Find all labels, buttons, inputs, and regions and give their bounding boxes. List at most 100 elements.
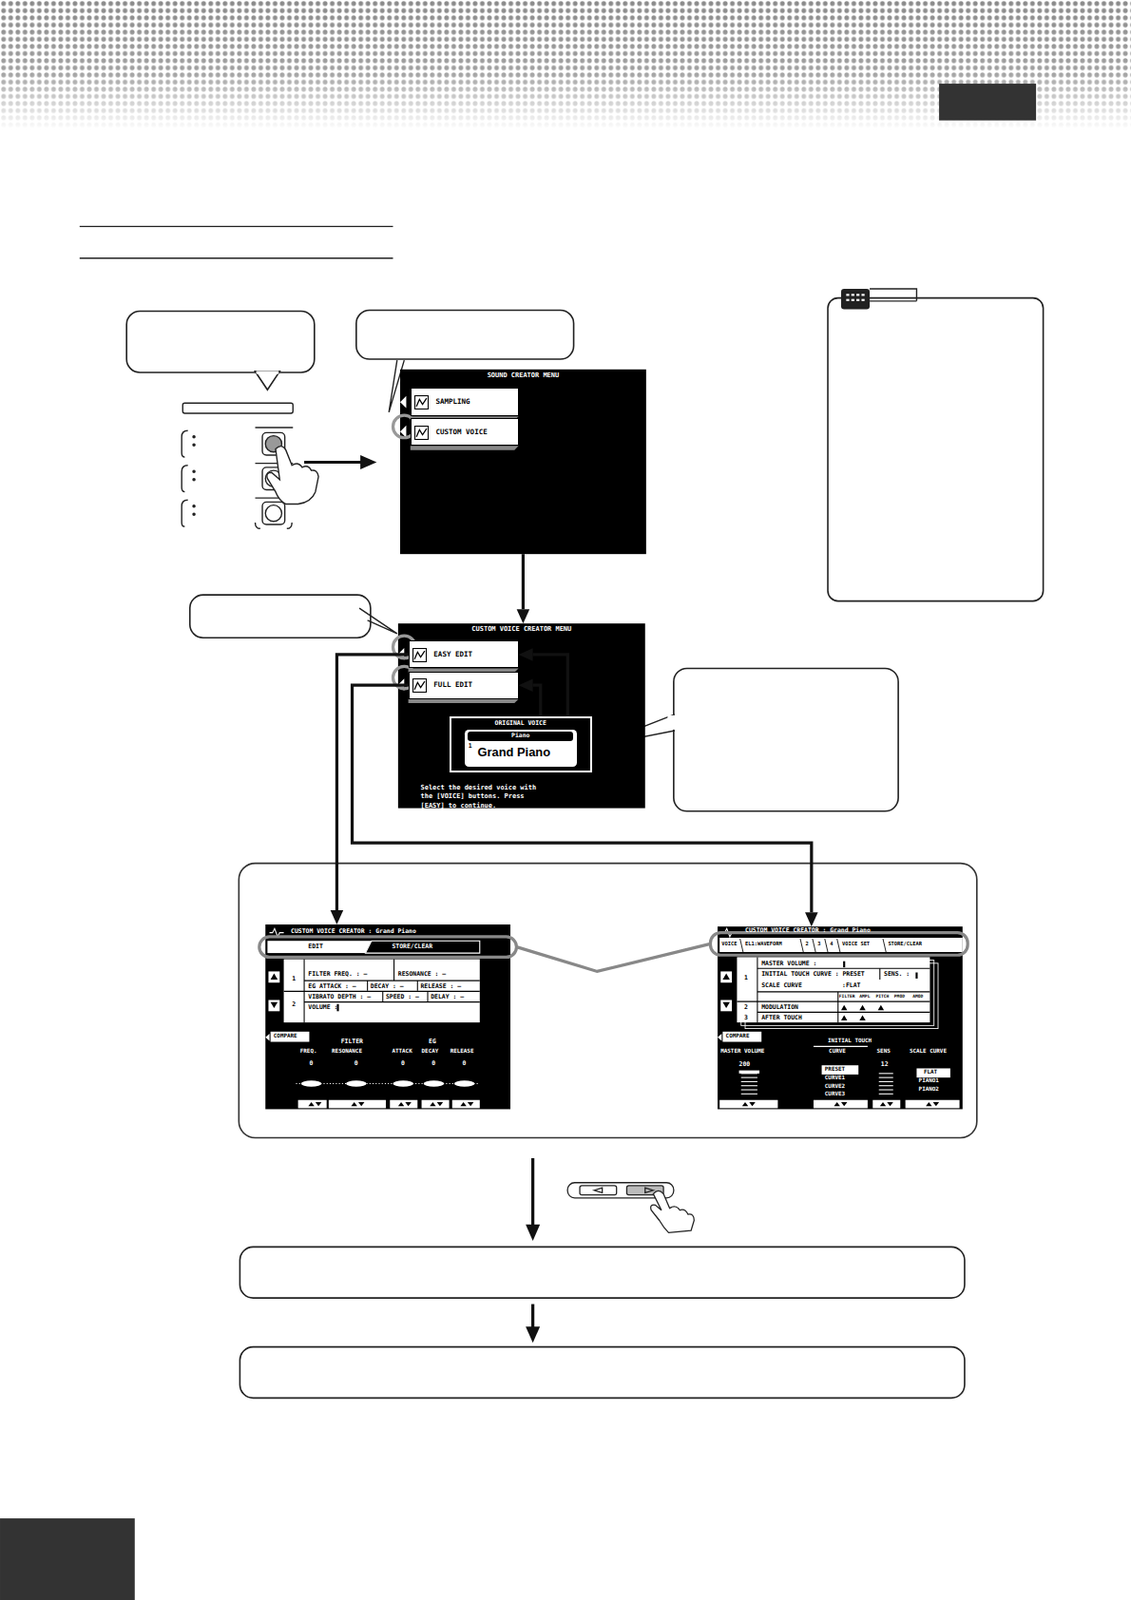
node-title: FULL EDIT <box>433 681 473 690</box>
screen-text: 4 <box>829 941 833 947</box>
screen-text: 3 <box>817 941 821 947</box>
screen-text: STORE/CLEAR <box>887 941 922 947</box>
screen-text: DELAY : — <box>430 994 464 1000</box>
menu-button: FULL EDIT <box>408 671 519 700</box>
screen-text: ATTACK <box>391 1049 412 1055</box>
screen-text: EG <box>428 1038 437 1045</box>
screen-text: VIBRATO DEPTH : — <box>307 994 371 1000</box>
screen-text: MODULATION <box>761 1004 799 1011</box>
node-title: CUSTOM VOICE <box>436 428 488 437</box>
screen-text: 0 <box>401 1060 405 1067</box>
node-title: EASY EDIT <box>433 651 473 659</box>
screen-text: VOLUME : <box>307 1004 338 1011</box>
lcd-screen <box>392 623 645 808</box>
node-text: Select the desired voice with the [VOICE… <box>420 784 539 811</box>
callout-boxes <box>126 298 1043 1400</box>
screen-text: 0 <box>462 1060 467 1067</box>
screen-text: RESONANCE <box>331 1049 363 1055</box>
flow-connector <box>517 554 531 624</box>
node-title: ORIGINAL VOICE <box>451 720 591 727</box>
screen-text: STORE/CLEAR <box>391 943 433 950</box>
screen-text: FILTER <box>839 995 856 1000</box>
menu-button: SAMPLING <box>410 387 519 417</box>
screen-text: 0 <box>354 1060 359 1067</box>
flow-arrow <box>304 455 377 470</box>
lcd-screen: SOUND CREATOR MENU SAMPLING CUSTOM VOICE <box>400 369 647 555</box>
node-title: CUSTOM VOICE CREATOR : Grand Piano <box>290 928 417 935</box>
screen-text: COMPARE <box>273 1034 298 1040</box>
screen-text: CURVE3 <box>824 1092 845 1098</box>
screen-text: SPEED : — <box>385 994 420 1000</box>
screen-text: MASTER VOLUME : <box>761 960 817 967</box>
node-title: SAMPLING <box>436 398 471 406</box>
screen-text: 0 <box>431 1060 436 1067</box>
screen-text: FILTER FREQ. : — <box>307 971 367 978</box>
screen-text: VOICE SET <box>842 941 870 947</box>
button-icon <box>412 678 427 693</box>
edit-panel <box>238 863 977 1139</box>
node-title: CUSTOM VOICE CREATOR : Grand Piano <box>745 927 871 934</box>
screen-text: 2 <box>805 941 808 947</box>
button-icon <box>414 395 429 410</box>
screen-text: DECAY : — <box>370 983 404 990</box>
screen-text: 2 <box>744 1004 748 1011</box>
flow-connector <box>518 648 569 717</box>
screen-text: SENS. : <box>883 971 910 978</box>
screen-text: 12 <box>881 1061 889 1068</box>
screen-text: PIANO2 <box>919 1087 940 1093</box>
node-title: SOUND CREATOR MENU <box>400 372 647 380</box>
lcd-screen: CUSTOM VOICE CREATOR : Grand Piano <box>265 924 511 1110</box>
screen-text: VOICE <box>721 941 737 947</box>
screen-text: PMOD <box>894 995 905 1000</box>
screen-text: 1 <box>291 976 296 982</box>
screen-text: SENS <box>877 1049 891 1055</box>
screen-text: FLAT <box>923 1070 938 1076</box>
screen-text: 1 <box>744 975 748 981</box>
flow-arrow <box>525 1158 540 1343</box>
screen-text: AMPL <box>859 995 870 1000</box>
screen-text: SCALE CURVE <box>761 982 803 989</box>
screen-text: RELEASE <box>450 1049 475 1055</box>
voice-box: ORIGINAL VOICE Piano 1Grand Piano <box>449 716 593 773</box>
tab-highlight <box>259 933 968 973</box>
screen-text: INITIAL TOUCH CURVE : PRESET <box>761 971 865 978</box>
node-title: CUSTOM VOICE CREATOR MENU <box>398 626 646 633</box>
note-icon <box>841 288 917 309</box>
pointing-hand <box>267 446 319 505</box>
leader-gap <box>667 715 677 730</box>
screen-text: INITIAL TOUCH <box>827 1038 872 1045</box>
screen-text: EL1:WAVEFORM <box>745 941 783 947</box>
screen-text: AFTER TOUCH <box>761 1015 803 1021</box>
screen-text: 200 <box>739 1061 751 1068</box>
screen-text: EDIT <box>307 943 324 950</box>
node-text: Piano <box>451 732 591 739</box>
menu-button: EASY EDIT <box>408 640 519 669</box>
node-text: Grand Piano <box>477 747 551 760</box>
screen-text: RELEASE : — <box>420 983 461 990</box>
lcd-screen: CUSTOM VOICE CREATOR MENU Select the desi… <box>398 623 646 808</box>
screen-text: RESONANCE : — <box>398 971 446 978</box>
screen-text: PRESET <box>824 1067 845 1074</box>
screen-text: 3 <box>744 1015 748 1021</box>
screen-text: CURVE <box>828 1049 846 1055</box>
screen-text: PIANO1 <box>919 1078 940 1085</box>
halftone-header <box>0 0 1131 131</box>
screen-text: 0 <box>308 1060 313 1067</box>
screen-text: FILTER <box>341 1038 364 1045</box>
screen-text: SCALE CURVE <box>909 1049 947 1055</box>
flow-connector <box>330 654 409 925</box>
screen-text: EG ATTACK : — <box>307 983 356 990</box>
screen-text: COMPARE <box>726 1034 750 1040</box>
page-tab <box>0 1518 135 1600</box>
flow-connector <box>352 685 819 927</box>
screen-text: 2 <box>291 1001 296 1008</box>
button-icon <box>414 425 429 441</box>
menu-button: CUSTOM VOICE <box>410 418 519 446</box>
screen-text: AMOD <box>912 995 923 1000</box>
screen-text: :FLAT <box>842 982 861 989</box>
screen-text: MASTER VOLUME <box>720 1049 765 1055</box>
node-text: 1 <box>468 743 473 749</box>
